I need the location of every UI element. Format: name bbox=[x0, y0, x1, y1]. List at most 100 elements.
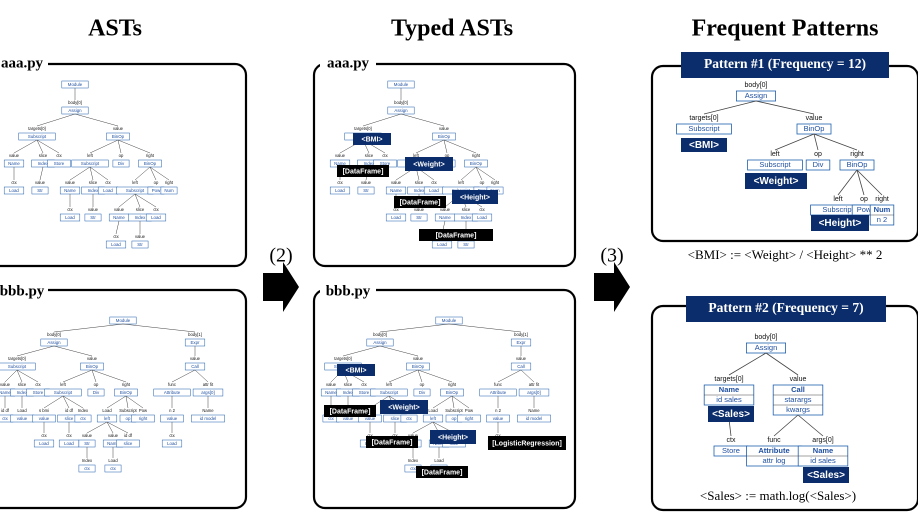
pattern-2-node-edge-label: body[0] bbox=[755, 334, 778, 341]
edge-label: ctx bbox=[67, 207, 73, 212]
pattern-edge bbox=[765, 352, 799, 376]
edge-label: n 2 bbox=[495, 408, 501, 413]
ast-bbb-edge bbox=[62, 395, 84, 409]
edge-label: func bbox=[168, 382, 176, 387]
edge-label: Load bbox=[108, 458, 118, 463]
ast-bbb-edge bbox=[16, 369, 23, 383]
typed-bbb-edge bbox=[417, 369, 453, 383]
column-title-2: Frequent Patterns bbox=[692, 16, 879, 42]
ast-bbb-edge bbox=[53, 345, 93, 357]
pattern-2-node-text: Store bbox=[722, 446, 740, 455]
pattern-edge bbox=[728, 352, 767, 376]
typed-aaa-node-label: Str bbox=[463, 242, 469, 247]
ast-bbb-edge bbox=[62, 395, 70, 409]
ast-bbb-node-label: Attribute bbox=[164, 390, 181, 395]
ast-aaa-edge bbox=[134, 193, 141, 208]
edge-label: left bbox=[386, 382, 392, 387]
edge-label: Name bbox=[528, 408, 540, 413]
edge-label: op bbox=[94, 382, 99, 387]
edge-label: slice bbox=[39, 153, 48, 158]
pattern-2-node-text: Attribute bbox=[758, 446, 789, 455]
ast-bbb-edge bbox=[62, 369, 93, 383]
file-label-aaa: aaa.py bbox=[1, 55, 44, 71]
ast-aaa-edge bbox=[115, 220, 120, 235]
typed-aaa-node-label: Load bbox=[391, 215, 401, 220]
ast-bbb-node-label: left bbox=[104, 416, 111, 421]
type-label-dataframe bbox=[419, 229, 493, 241]
ast-bbb-edge bbox=[106, 421, 129, 434]
ast-aaa-node-label: Subscript bbox=[126, 188, 145, 193]
edge-label: body[0] bbox=[47, 332, 61, 337]
pattern-2-node bbox=[772, 384, 824, 416]
typed-aaa-edge bbox=[415, 139, 445, 154]
ast-aaa-node bbox=[3, 186, 25, 195]
ast-bbb-node-label: Index bbox=[17, 390, 29, 395]
ast-bbb-node bbox=[131, 414, 155, 423]
typed-bbb-node-label: Expr bbox=[516, 340, 526, 345]
typed-bbb-node-label: value bbox=[365, 416, 376, 421]
typed-bbb-edge bbox=[432, 395, 453, 409]
ast-aaa-node-label: Name bbox=[8, 161, 20, 166]
typed-bbb-node-label: slice bbox=[391, 416, 400, 421]
file-label-typed-bbb: bbb.py bbox=[326, 283, 371, 299]
pattern-1-node-edge-label: left bbox=[770, 151, 779, 158]
typed-bbb-node-label: Index bbox=[343, 390, 355, 395]
type-label-dataframe bbox=[416, 466, 468, 478]
type-label-weight bbox=[380, 400, 428, 414]
edge-label: targets[0] bbox=[8, 356, 25, 361]
ast-aaa-node-label: Num bbox=[164, 188, 174, 193]
ast-bbb-edge bbox=[106, 395, 127, 409]
pattern-edge bbox=[797, 414, 824, 437]
pattern-1-node-text: Num bbox=[874, 205, 891, 214]
edge-label: slice bbox=[462, 207, 471, 212]
edge-label: left bbox=[87, 153, 93, 158]
typed-bbb-node bbox=[517, 414, 551, 423]
edge-label: body[0] bbox=[373, 332, 387, 337]
typed-aaa-edge bbox=[443, 139, 448, 154]
ast-bbb-node-label: Call bbox=[191, 364, 199, 369]
edge-label: ctx bbox=[153, 207, 159, 212]
ast-bbb-node-label: Str bbox=[84, 441, 90, 446]
edge-label: n 2 bbox=[169, 408, 175, 413]
type-label-bmi-text: <BMI> bbox=[361, 136, 382, 143]
type-label-dataframe-text: [DataFrame] bbox=[330, 408, 371, 415]
ast-aaa-edge bbox=[13, 139, 38, 154]
edge-label: Load bbox=[17, 408, 27, 413]
pattern-1-type-height-text: <Height> bbox=[819, 218, 862, 229]
ast-bbb-edge bbox=[91, 369, 97, 383]
ast-aaa-node bbox=[47, 159, 71, 168]
pattern-1-type-height bbox=[811, 215, 869, 231]
type-label-bmi bbox=[337, 364, 375, 376]
ast-bbb-edge bbox=[4, 369, 18, 383]
pattern-2-title-bg bbox=[686, 296, 886, 322]
typed-bbb-node-label: BinOp bbox=[412, 364, 425, 369]
pattern-2-node-text: id sales bbox=[810, 456, 836, 465]
ast-aaa-node-label: Load bbox=[111, 242, 121, 247]
ast-bbb-edge bbox=[53, 323, 124, 333]
pattern-1-node-edge-label: op bbox=[860, 196, 868, 203]
typed-aaa-node-label: Index bbox=[461, 215, 473, 220]
pattern-edge bbox=[755, 100, 815, 115]
ast-aaa-node bbox=[160, 186, 178, 195]
edge-label: ctx bbox=[431, 180, 437, 185]
step-3-label: (3) bbox=[600, 245, 623, 267]
ast-aaa-node-label: Assign bbox=[68, 108, 82, 113]
ast-aaa-edge bbox=[74, 113, 119, 127]
typed-aaa-node bbox=[385, 213, 407, 222]
edge-label: value bbox=[88, 207, 99, 212]
ast-aaa-edge bbox=[36, 139, 44, 154]
typed-aaa-node-label: Store bbox=[380, 161, 391, 166]
edge-label: targets[0] bbox=[354, 126, 371, 131]
ast-bbb-node-label: Name bbox=[0, 390, 11, 395]
ast-aaa-node-label: Load bbox=[103, 188, 113, 193]
pattern-edge bbox=[703, 100, 757, 115]
edge-label: Name bbox=[202, 408, 214, 413]
pattern-1-type-weight-text: <Weight> bbox=[754, 176, 799, 187]
ast-aaa-node-label: Pow bbox=[152, 188, 161, 193]
pattern-1-node-edge-label: op bbox=[814, 151, 822, 158]
typed-bbb-edge bbox=[379, 345, 419, 357]
pattern-2-node-text: Call bbox=[791, 385, 805, 394]
pattern-edge bbox=[774, 133, 815, 151]
ast-bbb-node-label: slice bbox=[124, 441, 133, 446]
edge-label: ctx bbox=[105, 180, 111, 185]
